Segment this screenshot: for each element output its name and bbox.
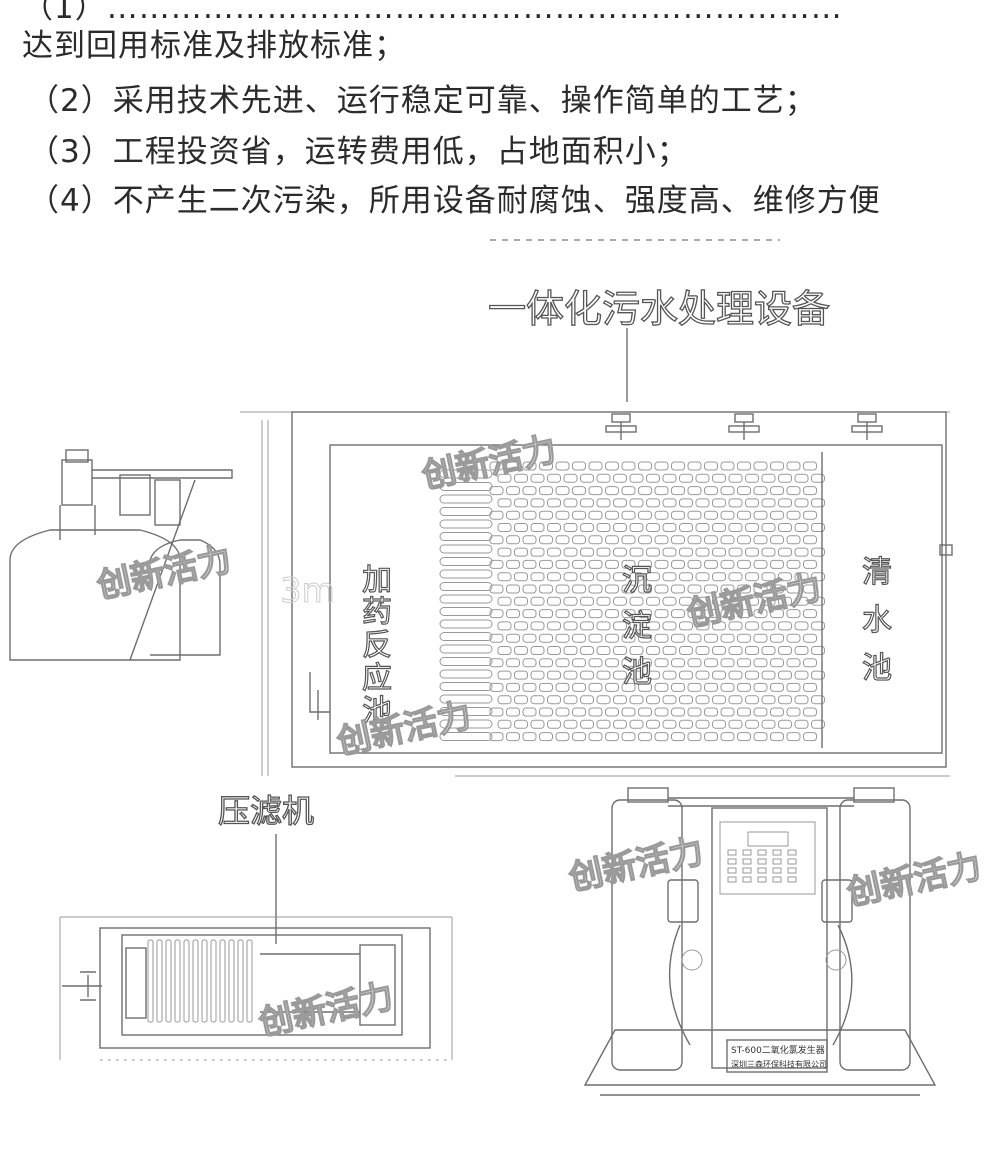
- generator-model-plate: ST-600二氧化氯发生器: [731, 1044, 825, 1056]
- watermark: 创新活力: [565, 831, 707, 899]
- label-sed-char-3: 池: [622, 655, 652, 690]
- title-integrated-sewage-equipment: 一体化污水处理设备: [488, 287, 830, 331]
- filter-press-sketch: [59, 916, 453, 1061]
- generator-company-plate: 深圳三森环保科技有限公司: [731, 1059, 827, 1069]
- watermark: 创新活力: [683, 567, 825, 635]
- watermark-group: 创新活力 创新活力 创新活力 创新活力 创新活力 创新活力 创新活力: [92, 429, 986, 1045]
- text-item-2: （2）采用技术先进、运行稳定可靠、操作简单的工艺；: [28, 83, 817, 119]
- chlorine-dioxide-generator-sketch: ST-600二氧化氯发生器 深圳三森环保科技有限公司: [583, 787, 937, 1096]
- label-clear-char-1: 清: [862, 555, 892, 590]
- label-clear-water-tank: 清 水 池: [861, 554, 892, 686]
- label-dosing-char-2: 药: [362, 595, 392, 630]
- label-dosing-char-4: 应: [362, 661, 392, 696]
- label-clear-char-2: 水: [862, 603, 892, 638]
- dimension-fragment: 3m: [280, 571, 335, 611]
- watermark: 创新活力: [255, 976, 397, 1044]
- label-dosing-char-1: 加: [362, 563, 392, 598]
- text-item-3: （3）工程投资省，运转费用低，占地面积小；: [28, 134, 689, 170]
- label-dosing-char-3: 反: [362, 628, 392, 663]
- dosing-machine-sketch: [9, 449, 233, 661]
- sewage-treatment-tank: [240, 411, 953, 777]
- watermark: 创新活力: [418, 429, 560, 497]
- label-dosing-reaction-tank: 加 药 反 应 池: [361, 562, 392, 729]
- text-line-standard: 达到回用标准及排放标准；: [22, 28, 406, 64]
- text-item-4: （4）不产生二次污染，所用设备耐腐蚀、强度高、维修方便: [28, 183, 881, 219]
- label-sed-char-1: 沉: [622, 563, 652, 598]
- label-sedimentation-tank: 沉 淀 池: [621, 562, 652, 690]
- watermark: 创新活力: [93, 539, 235, 607]
- label-dosing-char-5: 池: [362, 694, 392, 729]
- watermark: 创新活力: [843, 846, 985, 914]
- label-filter-press: 压滤机: [218, 792, 314, 830]
- label-clear-char-3: 池: [862, 651, 892, 686]
- label-sed-char-2: 淀: [622, 609, 652, 644]
- cut-off-text-line: （1）……………………………………………………………: [22, 0, 843, 26]
